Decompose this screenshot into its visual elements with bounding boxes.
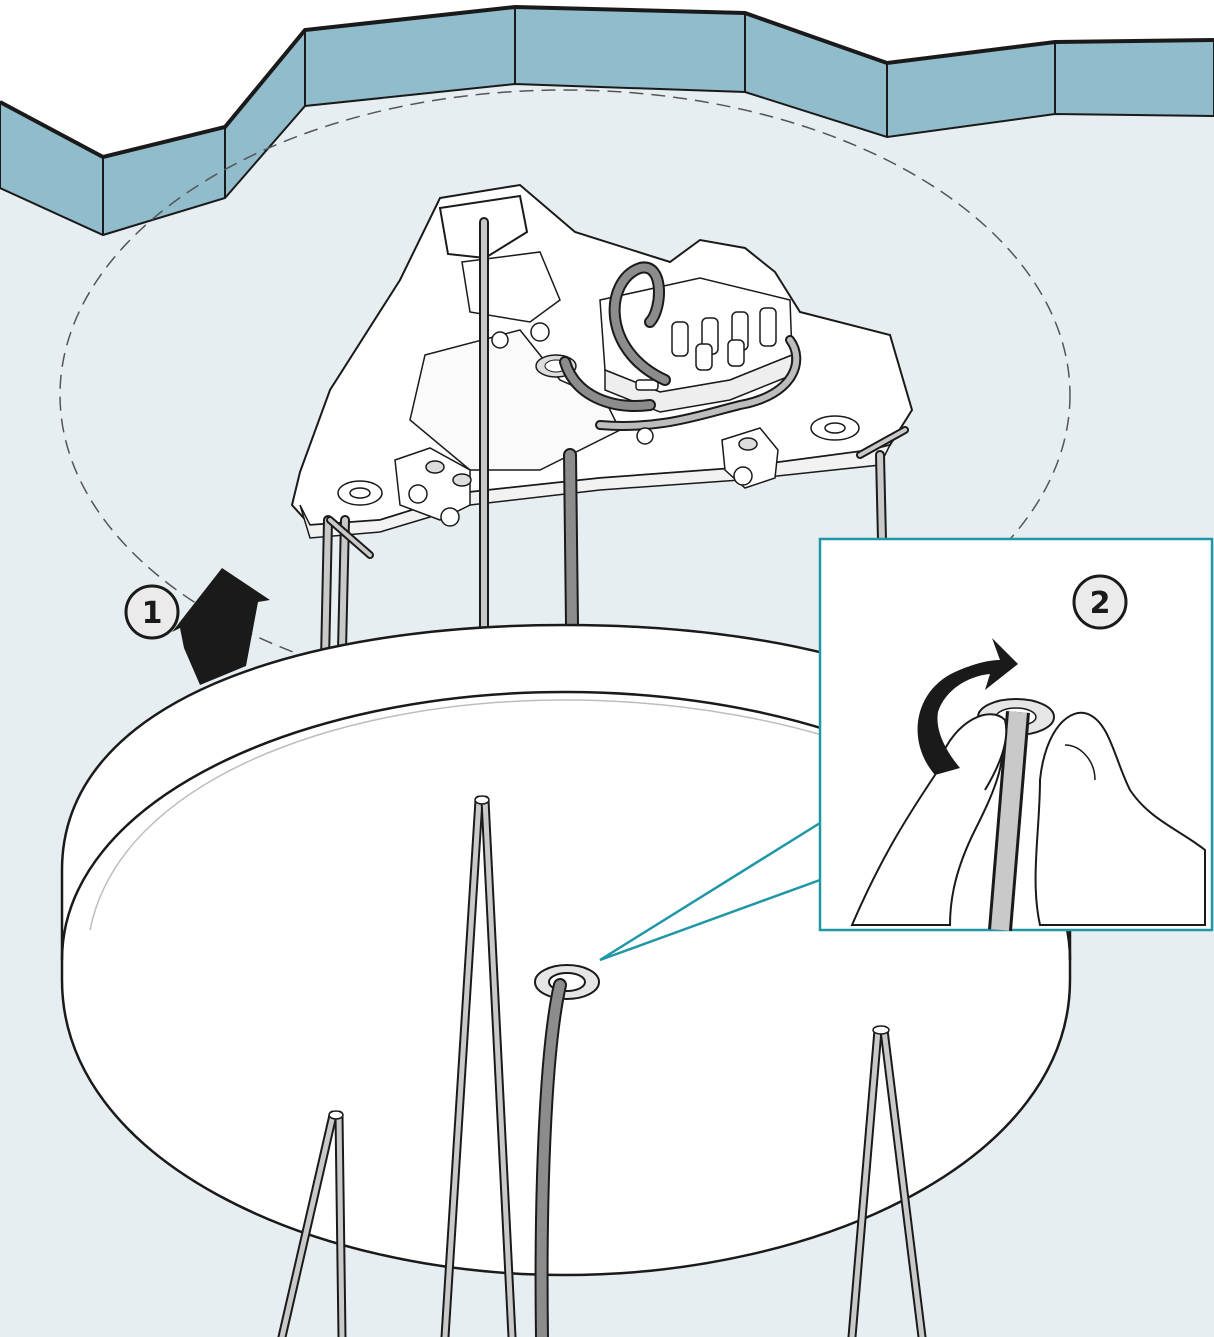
rotate-arrow-icon [917, 638, 1018, 775]
cable-clamp-right [721, 427, 779, 489]
cable-entry-points [328, 795, 890, 1120]
up-arrow-icon [172, 568, 270, 685]
screw-heads [337, 415, 860, 506]
suspension-cables-upper [320, 217, 909, 665]
internal-wires [559, 261, 802, 431]
step-2-badge: 2 [1072, 574, 1128, 630]
step-1-label: 1 [142, 596, 163, 631]
wall-band-seams [102, 7, 1056, 235]
canopy-grommet [534, 964, 600, 1000]
suspension-cables-lower [277, 795, 927, 1337]
callout-pointer [599, 821, 821, 962]
cable-clamp-left [394, 447, 472, 527]
step-2-label: 2 [1090, 586, 1111, 621]
step-1-badge: 1 [124, 584, 180, 640]
detail-illustration [850, 698, 1206, 931]
sky-area [0, 0, 1214, 157]
